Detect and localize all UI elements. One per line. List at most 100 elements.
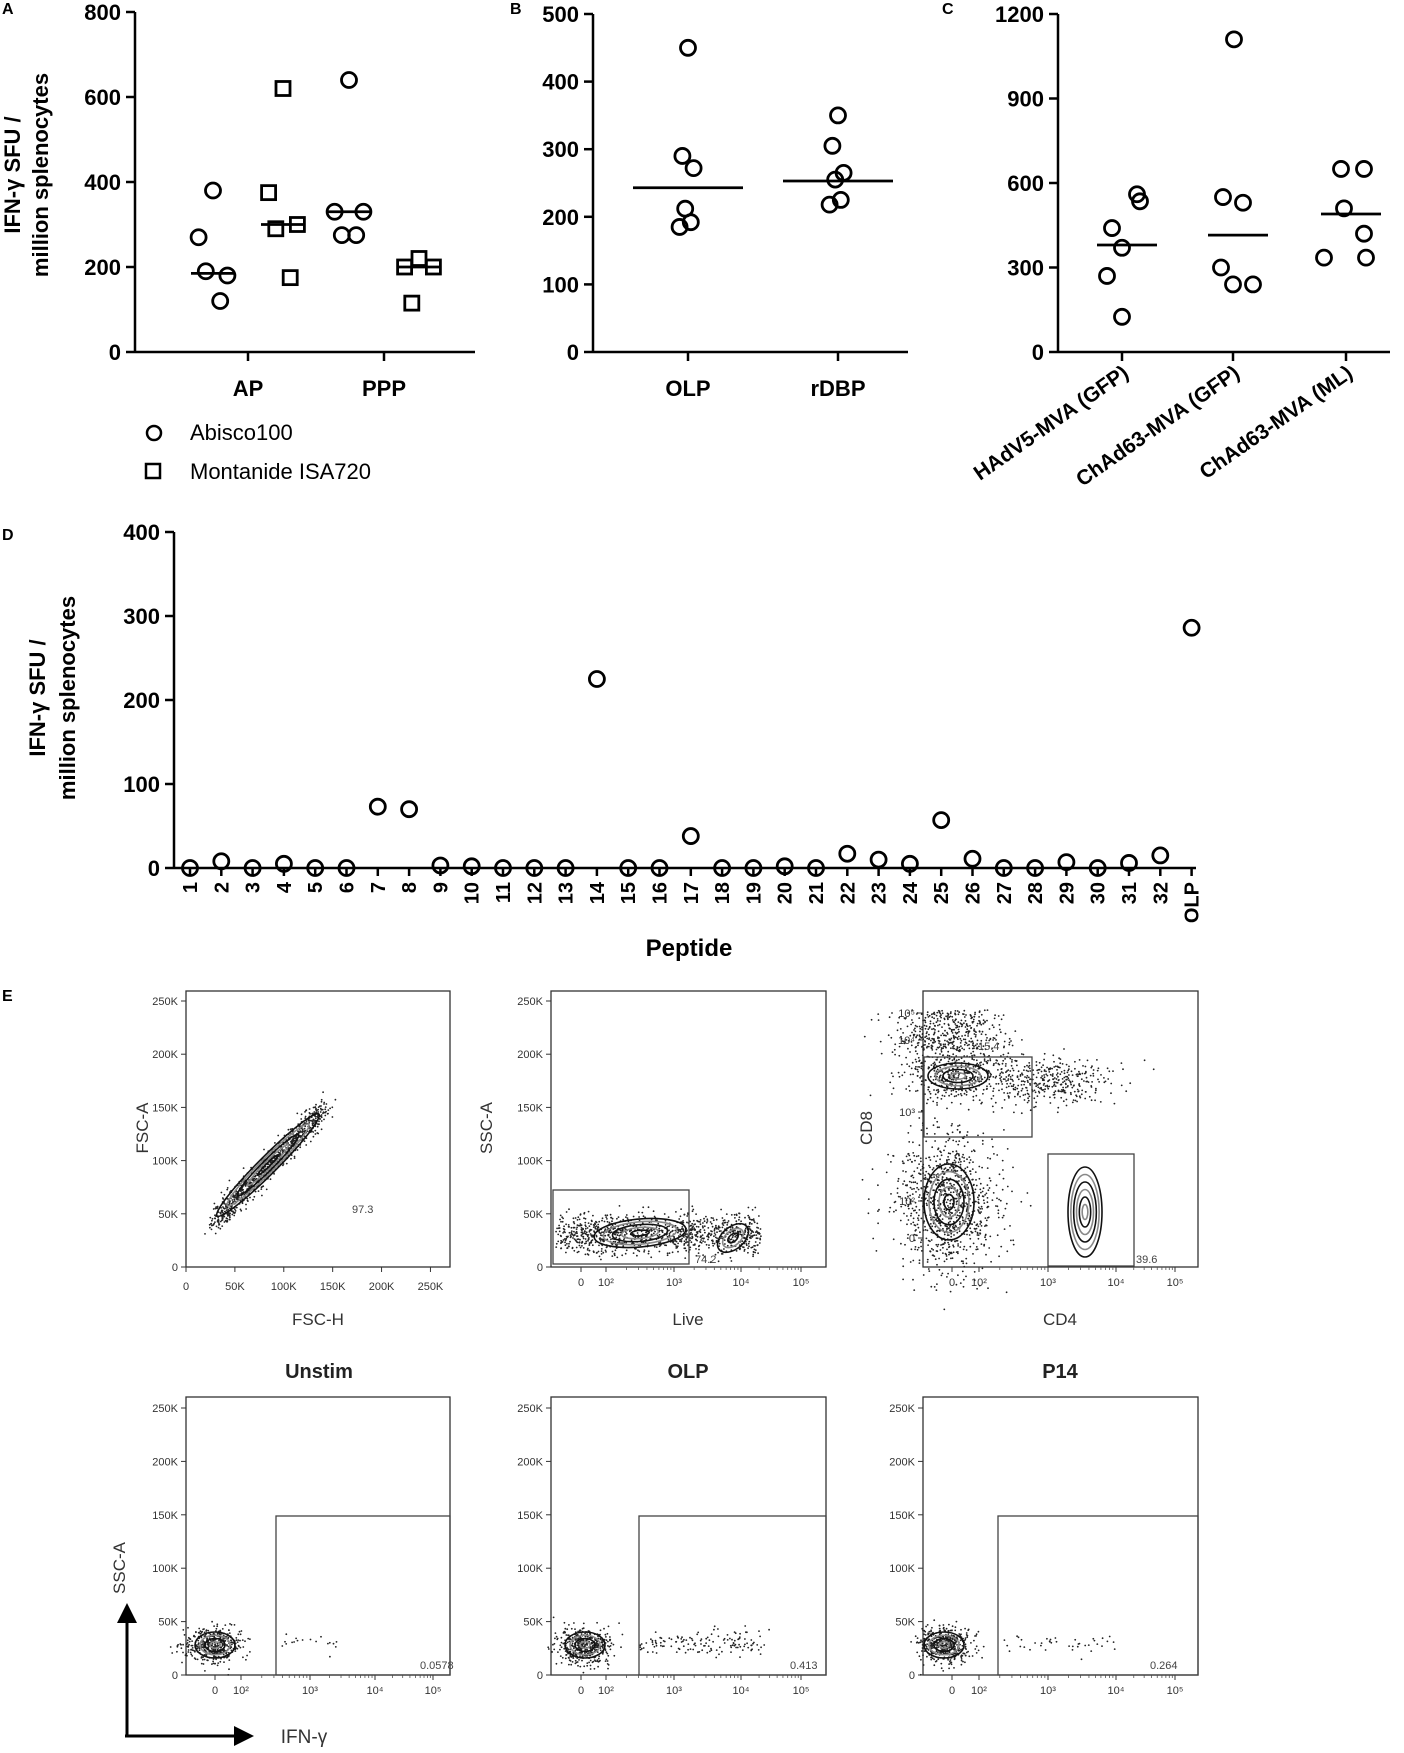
event-dot: [303, 1122, 306, 1124]
event-dot: [969, 1159, 972, 1161]
event-dot: [249, 1196, 251, 1199]
x-tick-label: 13: [556, 882, 578, 904]
event-dot: [240, 1630, 243, 1632]
event-dot: [621, 1254, 624, 1257]
event-dot: [1003, 1045, 1005, 1048]
x-tick-label: 25: [931, 882, 953, 904]
event-dot: [964, 1179, 967, 1182]
event-dot: [636, 1254, 638, 1257]
event-dot: [953, 1057, 956, 1060]
event-dot: [897, 1180, 899, 1182]
event-dot: [318, 1120, 320, 1123]
event-dot: [1083, 1080, 1085, 1082]
event-dot: [932, 1079, 935, 1081]
event-dot: [922, 1167, 925, 1169]
event-dot: [226, 1217, 229, 1220]
data-point: [1131, 192, 1149, 211]
event-dot: [897, 1195, 900, 1198]
event-dot: [976, 1024, 978, 1027]
event-dot: [572, 1217, 575, 1220]
event-dot: [982, 1063, 985, 1066]
event-dot: [594, 1241, 597, 1244]
event-dot: [731, 1236, 734, 1239]
event-dot: [599, 1237, 601, 1239]
event-dot: [1065, 1086, 1067, 1089]
event-dot: [924, 1043, 926, 1046]
event-dot: [647, 1252, 650, 1255]
event-dot: [975, 1224, 978, 1226]
y-tick-label: 100K: [152, 1156, 178, 1168]
event-dot: [708, 1246, 710, 1249]
event-dot: [632, 1252, 635, 1254]
event-dot: [217, 1218, 220, 1221]
event-dot: [581, 1241, 584, 1244]
event-dot: [914, 1159, 916, 1162]
event-dot: [747, 1251, 749, 1254]
event-dot: [1064, 1082, 1067, 1085]
event-dot: [234, 1194, 237, 1197]
event-dot: [1043, 1052, 1046, 1055]
event-dot: [892, 1238, 895, 1241]
event-dot: [228, 1215, 231, 1217]
event-dot: [317, 1106, 320, 1108]
event-dot: [988, 1045, 990, 1048]
event-dot: [927, 1239, 930, 1242]
event-dot: [232, 1195, 234, 1198]
event-dot: [269, 1178, 272, 1181]
panel-label-e: E: [2, 988, 13, 1005]
event-dot: [565, 1237, 568, 1240]
event-dot: [1062, 1086, 1064, 1089]
event-dot: [718, 1230, 721, 1233]
event-dot: [937, 1024, 939, 1027]
event-dot: [952, 1020, 955, 1023]
event-dot: [944, 1145, 947, 1148]
flow3-events: [861, 1009, 1155, 1311]
event-dot: [969, 1173, 972, 1175]
event-dot: [975, 1227, 978, 1230]
event-dot: [921, 1028, 923, 1031]
event-dot: [961, 1216, 964, 1218]
event-dot: [943, 1173, 945, 1175]
event-dot: [932, 1033, 935, 1036]
event-dot: [980, 1205, 983, 1208]
event-dot: [973, 1150, 976, 1153]
event-dot: [1027, 1097, 1029, 1100]
event-dot: [936, 1011, 939, 1014]
event-dot: [985, 1192, 988, 1195]
event-dot: [985, 1219, 988, 1222]
event-dot: [668, 1252, 671, 1254]
event-dot: [917, 1056, 920, 1059]
event-dot: [1002, 1059, 1005, 1062]
event-dot: [1043, 1058, 1045, 1061]
event-dot: [1012, 1069, 1015, 1072]
event-dot: [709, 1221, 712, 1223]
event-dot: [1068, 1074, 1070, 1076]
event-dot: [568, 1208, 570, 1211]
event-dot: [585, 1240, 588, 1243]
event-dot: [1019, 1095, 1021, 1098]
event-dot: [234, 1196, 237, 1199]
event-dot: [937, 1037, 939, 1040]
event-dot: [946, 1159, 948, 1162]
event-dot: [1100, 1074, 1102, 1076]
event-dot: [207, 1629, 210, 1632]
event-dot: [980, 1080, 982, 1083]
event-dot: [664, 1219, 667, 1222]
legend: Abisco100 Montanide ISA720: [144, 420, 371, 484]
event-dot: [914, 1201, 917, 1204]
event-dot: [577, 1238, 580, 1240]
event-dot: [924, 1036, 926, 1039]
event-dot: [902, 1278, 904, 1281]
event-dot: [577, 1224, 580, 1227]
event-dot: [955, 1239, 958, 1242]
event-dot: [658, 1227, 661, 1230]
event-dot: [958, 1192, 961, 1195]
event-dot: [995, 1075, 998, 1078]
event-dot: [619, 1229, 622, 1232]
event-dot: [978, 1194, 980, 1197]
event-dot: [973, 1033, 976, 1035]
event-dot: [995, 1039, 997, 1041]
event-dot: [592, 1250, 595, 1253]
